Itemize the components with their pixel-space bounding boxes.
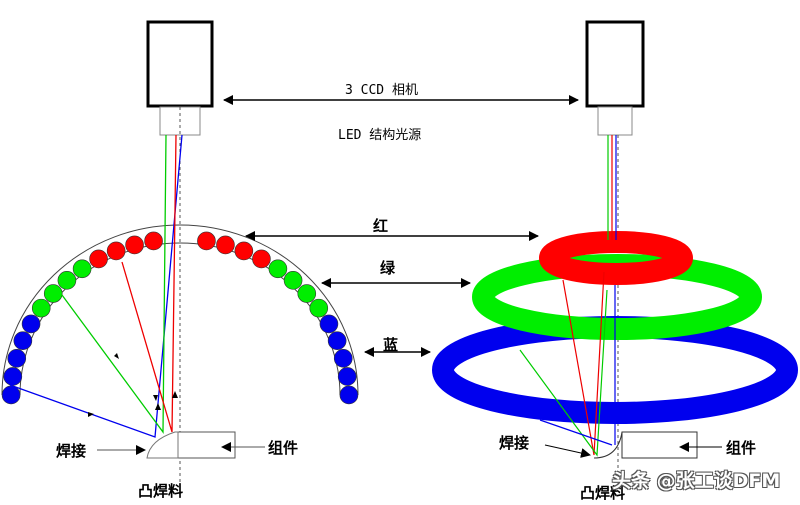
right-camera — [585, 20, 645, 136]
left-dome — [1, 224, 359, 396]
right-component-label: 组件 — [726, 439, 757, 457]
led-blue — [337, 367, 357, 386]
left-bump-label: 凸焊料 — [138, 482, 184, 500]
led-green — [283, 271, 303, 290]
led-blue — [3, 367, 23, 386]
blue-label: 蓝 — [383, 336, 399, 354]
watermark: 头条 @张工谈DFM — [612, 470, 781, 492]
led-green — [72, 259, 92, 279]
led-red — [89, 249, 108, 269]
left-solder-joint — [146, 431, 236, 459]
led-red — [252, 249, 271, 269]
right-light-rays — [519, 135, 617, 457]
left-weld-label: 焊接 — [56, 442, 87, 460]
led-red — [125, 235, 144, 255]
led-green — [57, 271, 77, 290]
left-light-rays — [9, 134, 183, 438]
led-blue — [7, 349, 27, 368]
left-component-label: 组件 — [268, 439, 299, 457]
led-red — [216, 235, 235, 255]
led-blue — [319, 314, 339, 334]
red-label: 红 — [373, 217, 389, 235]
right-weld-arrow — [544, 444, 591, 458]
led-blue — [327, 331, 347, 351]
left-led-ring — [1, 231, 359, 405]
led-blue — [339, 385, 359, 405]
led-green — [297, 284, 317, 303]
led-blue — [21, 314, 41, 334]
red-ring — [539, 231, 693, 285]
left-camera — [146, 20, 214, 136]
led-red — [197, 231, 216, 251]
led-green — [43, 284, 63, 303]
led-blue — [333, 349, 353, 368]
led-blue — [1, 385, 21, 405]
right-bump-label: 凸焊料 — [580, 484, 626, 502]
led-red — [234, 241, 254, 261]
light-source-label: LED 结构光源 — [338, 128, 422, 143]
led-green — [309, 298, 329, 318]
led-green — [268, 259, 288, 279]
led-green — [31, 298, 51, 318]
led-red — [144, 231, 163, 251]
right-solder-joint — [593, 431, 698, 459]
led-blue — [13, 331, 33, 351]
led-red — [106, 241, 126, 261]
green-label: 绿 — [380, 259, 396, 277]
camera-label: 3 CCD 相机 — [345, 83, 418, 98]
right-weld-label: 焊接 — [499, 434, 530, 452]
